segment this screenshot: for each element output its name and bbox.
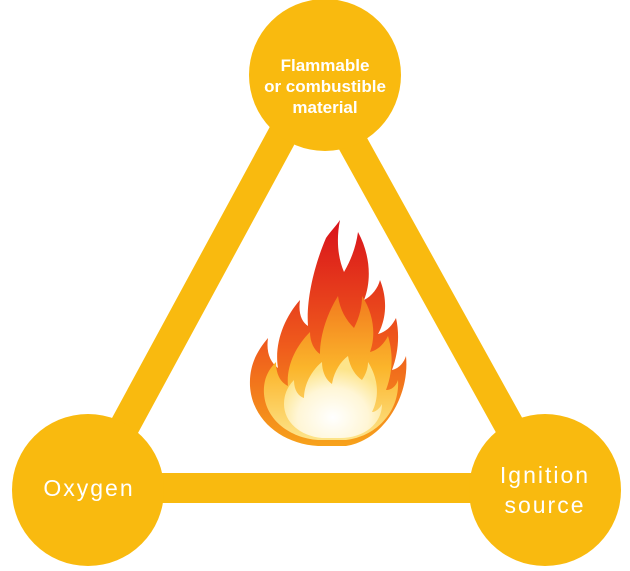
- node-circle-oxygen: [12, 414, 164, 566]
- node-label-line: Flammable: [280, 55, 370, 75]
- node-circle-material: [249, 0, 401, 151]
- node-label-line: or combustible: [264, 76, 386, 96]
- node-label-line: material: [292, 97, 358, 117]
- flame-core: [284, 356, 382, 438]
- edge-top-left: [75, 60, 330, 505]
- node-label-flammable-material: Flammable or combustible material: [240, 46, 410, 126]
- node-label-line: Ignition: [499, 462, 591, 488]
- node-label-text: Oxygen: [43, 474, 135, 501]
- fire-icon: [249, 220, 407, 446]
- node-circle-ignition: [469, 414, 621, 566]
- node-label-ignition-source: Ignition source: [470, 455, 620, 525]
- node-label-oxygen: Oxygen: [14, 468, 164, 508]
- node-label-line: source: [504, 492, 586, 518]
